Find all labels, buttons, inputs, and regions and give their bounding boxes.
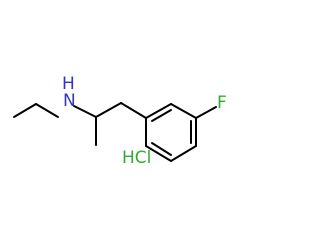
bond-ch2-ring [120, 102, 147, 119]
bond-ethyl-ch2-n [35, 103, 59, 118]
ring-double-bond-3 [151, 142, 172, 156]
nitrogen-atom-label: N [63, 91, 76, 111]
bond-n-ch [73, 105, 97, 118]
fluorine-atom-label: F [217, 93, 227, 113]
ring-double-bond-1 [151, 109, 172, 122]
ring-bond-4 [170, 145, 197, 162]
ring-bond-1 [145, 103, 172, 119]
bond-ring-fluorine [195, 106, 217, 119]
ring-bond-5 [145, 145, 172, 162]
hydrochloride-label: HCl [122, 148, 151, 168]
bond-lines [13, 102, 217, 162]
chemical-structure-diagram: N H F HCl [13, 74, 227, 168]
bond-ethyl-ch3-ch2 [13, 103, 37, 118]
bond-ch-ch2 [95, 102, 122, 118]
ring-bond-2 [170, 103, 197, 119]
amine-hydrogen-label: H [62, 74, 75, 94]
